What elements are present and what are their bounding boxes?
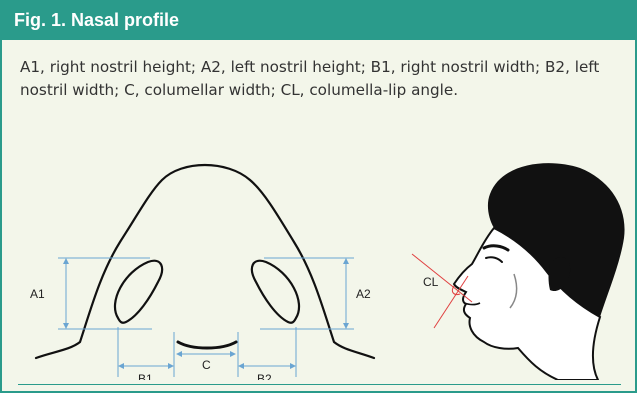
figure-title: Fig. 1. Nasal profile xyxy=(14,10,180,30)
mouth xyxy=(463,302,481,306)
label-b2: B2 xyxy=(257,372,272,380)
arrow-heads xyxy=(63,258,349,369)
nasal-diagram: A1 A2 B1 B2 C CL xyxy=(30,163,625,380)
ear xyxy=(548,257,571,292)
columella-lip-angle xyxy=(411,253,473,329)
label-cl: CL xyxy=(423,275,439,289)
lip-tangent xyxy=(433,275,469,329)
label-b1: B1 xyxy=(138,372,153,380)
cheek-line xyxy=(509,273,518,309)
columella xyxy=(176,340,238,350)
label-c: C xyxy=(202,358,211,372)
left-nostril xyxy=(250,259,301,324)
figure-caption: A1, right nostril height; A2, left nostr… xyxy=(20,58,600,99)
eye xyxy=(485,256,503,263)
face-profile-illustration xyxy=(452,163,625,380)
measurement-lines xyxy=(58,257,354,377)
nose-illustration xyxy=(34,164,376,360)
angle-arc xyxy=(451,285,461,295)
nose-outline xyxy=(34,164,376,360)
figure-header: Fig. 1. Nasal profile xyxy=(2,2,635,40)
label-a2: A2 xyxy=(356,287,371,301)
eyebrow xyxy=(482,244,510,252)
right-nostril xyxy=(113,259,164,324)
face xyxy=(452,226,602,380)
columella-tangent xyxy=(411,253,473,303)
label-a1: A1 xyxy=(30,287,45,301)
bottom-rule xyxy=(18,384,621,385)
